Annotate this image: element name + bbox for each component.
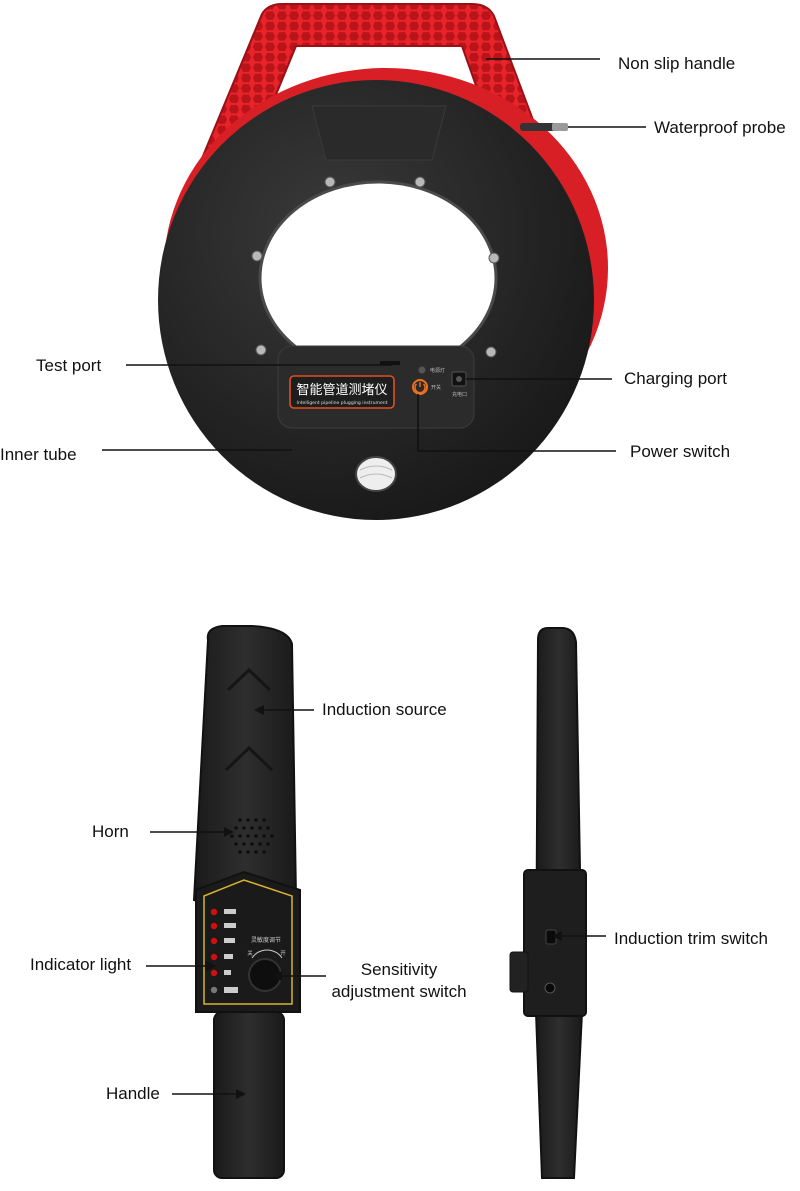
dial-high-text: 开 xyxy=(280,950,286,957)
label-test-port: Test port xyxy=(36,356,102,375)
wand-side-view xyxy=(509,627,587,1179)
signal-icons xyxy=(224,909,238,993)
dial-arc xyxy=(251,949,283,959)
badge-en-text: Intelligent pipeline plugging instrument xyxy=(296,400,387,406)
inner-tube-coil xyxy=(359,465,393,479)
label-sensitivity-line1: Sensitivity xyxy=(360,960,438,979)
wand-body xyxy=(192,625,298,906)
label-horn: Horn xyxy=(92,822,129,841)
chevron-up-icon-2 xyxy=(224,745,274,772)
top-plate xyxy=(311,105,447,161)
label-induction-trim-switch: Induction trim switch xyxy=(614,929,768,948)
top-callout-lines xyxy=(102,58,646,452)
bolts xyxy=(251,176,500,358)
test-port-slot xyxy=(380,361,400,365)
probe-tip xyxy=(552,123,568,131)
charging-port-hole xyxy=(456,376,462,382)
label-sensitivity-line2: adjustment switch xyxy=(331,982,467,1001)
label-waterproof-probe: Waterproof probe xyxy=(654,118,786,137)
horn-speaker-grille xyxy=(230,818,274,854)
side-bump xyxy=(509,951,529,993)
label-non-slip-handle: Non slip handle xyxy=(618,54,736,73)
control-panel-trim xyxy=(203,879,293,1005)
sensitivity-cn-text: 灵敏度调节 xyxy=(251,936,281,944)
label-induction-source: Induction source xyxy=(322,700,447,719)
power-light xyxy=(418,366,426,374)
label-inner-tube: Inner tube xyxy=(0,445,77,464)
power-light-text: 电源灯 xyxy=(430,367,445,374)
power-switch-text: 开关 xyxy=(431,384,441,391)
bottom-callout-arrows xyxy=(146,705,606,1099)
indicator-leds xyxy=(210,908,218,994)
label-indicator-light: Indicator light xyxy=(30,955,132,974)
side-port xyxy=(544,982,556,994)
label-handle: Handle xyxy=(106,1084,160,1103)
chevron-up-icon-1 xyxy=(226,667,272,692)
dial-low-text: 关 xyxy=(247,949,253,957)
line-power-switch xyxy=(417,394,616,452)
power-icon xyxy=(414,382,426,394)
brand-badge xyxy=(289,375,395,409)
label-charging-port: Charging port xyxy=(624,369,728,388)
badge-cn-text: 智能管道测堵仪 xyxy=(296,383,387,398)
center-hole xyxy=(258,180,498,376)
wand-handle xyxy=(213,1011,285,1179)
receiver-wand: 灵敏度调节 关 开 xyxy=(192,625,301,1179)
reel-device: 智能管道测堵仪 Intelligent pipeline plugging in… xyxy=(158,3,608,520)
charge-port-text: 充电口 xyxy=(452,391,467,398)
label-power-switch: Power switch xyxy=(630,442,731,461)
